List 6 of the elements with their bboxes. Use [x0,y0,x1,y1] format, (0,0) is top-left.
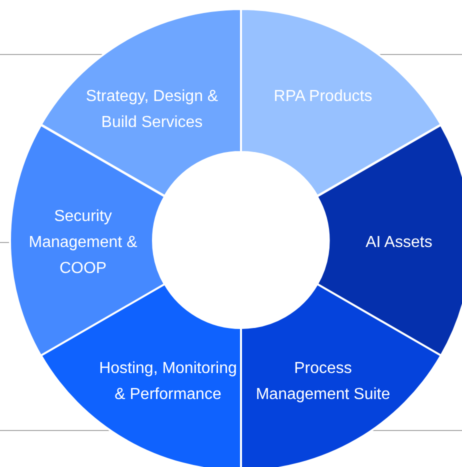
segment-label: Strategy, Design & Build Services [84,87,220,133]
segment-label: Hosting, Monitoring & Performance [98,359,238,405]
segment-label: RPA Products [272,87,374,107]
segment-label: Process Management Suite [254,359,392,405]
segment-label: Security Management & COOP [28,207,138,279]
segment-label: AI Assets [364,233,434,253]
